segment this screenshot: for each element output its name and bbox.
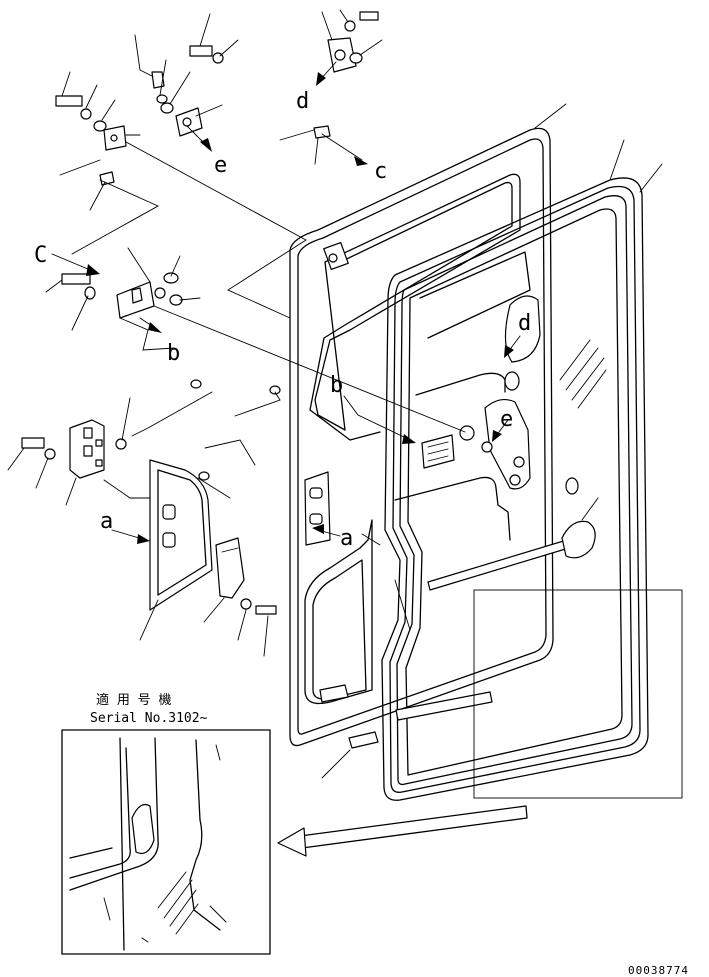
drawing-number: 00038774: [628, 964, 689, 977]
label-e-door: e: [500, 407, 513, 432]
inner-trim-panel: [149, 459, 277, 615]
label-a-left: a: [100, 509, 113, 534]
label-d-door: d: [518, 311, 531, 336]
latch-assembly-a: [21, 379, 281, 479]
hinge-bracket-top: [55, 45, 224, 186]
inset-applicability-label: 適 用 号 機: [96, 692, 171, 708]
hinge-bracket-c: [61, 272, 183, 319]
label-a-door: a: [340, 526, 353, 551]
label-d-top: d: [296, 89, 309, 114]
label-c-top: c: [374, 159, 387, 184]
leader-lines: [7, 9, 663, 779]
inset-serial-number: Serial No.3102~: [90, 711, 208, 726]
label-c-left: C: [34, 243, 47, 268]
inset-detail: 適 用 号 機 Serial No.3102~: [61, 692, 271, 955]
door-panel: [381, 177, 683, 801]
callout-arrows: [51, 61, 528, 857]
label-b-door: b: [330, 373, 343, 398]
label-e-top: e: [214, 153, 227, 178]
striker-d-parts: [313, 11, 379, 139]
label-b-left: b: [167, 341, 180, 366]
